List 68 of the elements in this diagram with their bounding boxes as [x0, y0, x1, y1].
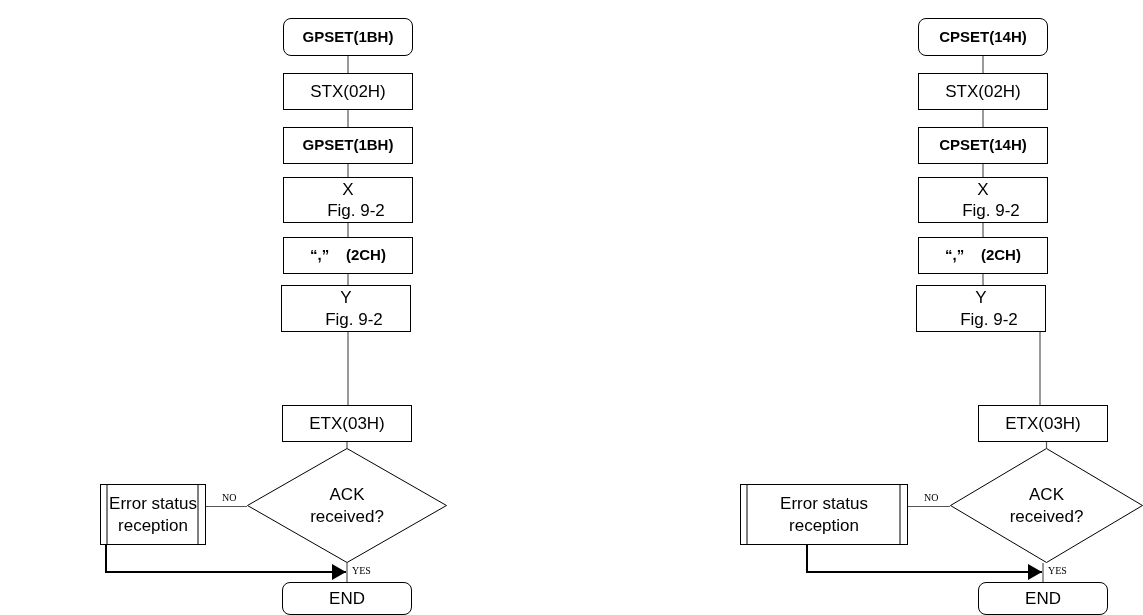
- edge-label: NO: [222, 493, 237, 503]
- node-text: STX(02H): [945, 80, 1021, 103]
- connector-line: [1042, 562, 1044, 583]
- node-text: GPSET(1BH): [302, 27, 394, 47]
- process-box: [916, 285, 1046, 332]
- process-box: [283, 73, 413, 110]
- connector-line: [982, 109, 984, 128]
- node-text: ETX(03H): [309, 412, 385, 435]
- connector-line: [347, 163, 349, 178]
- connector-line: [907, 505, 951, 508]
- node-text: “,” (2CH): [945, 246, 1021, 265]
- node-text: ACK received?: [309, 484, 385, 527]
- node-text: CPSET(14H): [939, 27, 1027, 47]
- edge-label: YES: [352, 566, 371, 576]
- connector-line: [982, 163, 984, 178]
- decision-diamond: [950, 448, 1143, 563]
- terminal-box: [978, 582, 1108, 615]
- node-text: CPSET(14H): [939, 136, 1027, 155]
- node-text: Fig. 9-2: [959, 308, 1018, 330]
- process-box: [918, 127, 1048, 164]
- process-box: [283, 237, 413, 274]
- subroutine-box: [100, 484, 206, 545]
- node-text: X: [342, 178, 354, 200]
- connector-line: [347, 273, 349, 286]
- edge-label: NO: [924, 493, 939, 503]
- node-text: Fig. 9-2: [961, 200, 1020, 222]
- arrow: [105, 544, 347, 580]
- node-text: Fig. 9-2: [324, 308, 383, 330]
- connector-line: [347, 222, 349, 238]
- connector-line: [346, 441, 348, 449]
- connector-line: [982, 55, 984, 74]
- connector-line: [1039, 331, 1041, 406]
- connector-line: [346, 562, 348, 583]
- process-box: [281, 285, 411, 332]
- connector-line: [1045, 441, 1048, 449]
- node-text: “,” (2CH): [310, 246, 386, 265]
- process-box: [978, 405, 1108, 442]
- subroutine-box: [740, 484, 908, 545]
- connector-line: [347, 55, 349, 74]
- connector-line: [982, 273, 984, 286]
- node-text: X: [977, 178, 989, 200]
- node-text: END: [329, 587, 365, 610]
- process-box: [918, 177, 1048, 223]
- edge-label: YES: [1048, 566, 1067, 576]
- node-text: Fig. 9-2: [326, 200, 385, 222]
- connector-line: [347, 331, 349, 406]
- connector-line: [347, 109, 349, 128]
- arrow: [806, 544, 1043, 580]
- decision-diamond: [247, 448, 447, 563]
- process-box: [282, 405, 412, 442]
- node-text: GPSET(1BH): [302, 136, 394, 155]
- terminal-box: [283, 18, 413, 56]
- terminal-box: [282, 582, 412, 615]
- node-text: Y: [340, 287, 352, 309]
- process-box: [918, 73, 1048, 110]
- connector-line: [982, 222, 984, 238]
- node-text: Y: [975, 287, 987, 309]
- connector-line: [205, 505, 248, 508]
- node-text: STX(02H): [310, 80, 386, 103]
- process-box: [283, 127, 413, 164]
- node-text: Error status reception: [779, 493, 869, 536]
- node-text: Error status reception: [108, 493, 198, 536]
- node-text: ETX(03H): [1005, 412, 1081, 435]
- node-text: ACK received?: [1008, 484, 1085, 527]
- process-box: [283, 177, 413, 223]
- node-text: END: [1025, 587, 1061, 610]
- terminal-box: [918, 18, 1048, 56]
- process-box: [918, 237, 1048, 274]
